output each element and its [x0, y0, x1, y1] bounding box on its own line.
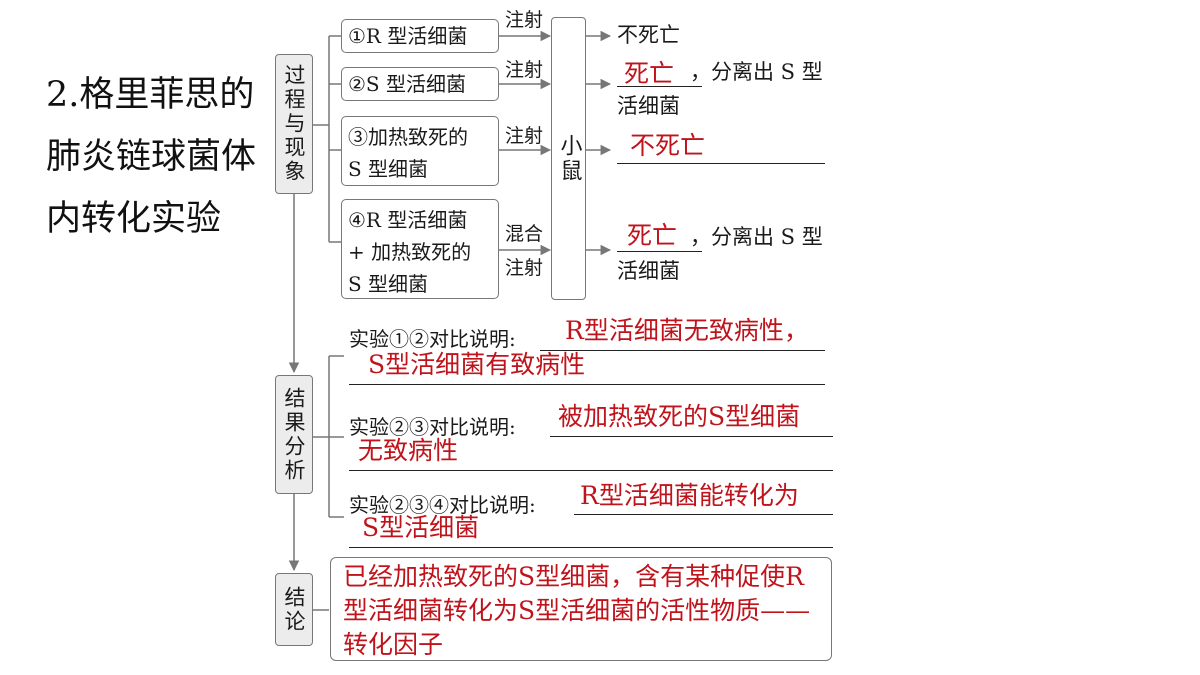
mouse-label: 小鼠 — [556, 133, 582, 184]
analysis-2-line1 — [550, 436, 833, 437]
outcome-4-answer: 死亡 — [627, 221, 678, 250]
group-box-1: ①R 型活细菌 — [341, 19, 499, 53]
outcome-3-answer: 不死亡 — [630, 131, 706, 160]
label-inject-1: 注射 — [505, 9, 544, 31]
section-conclusion-label: 结论 — [282, 585, 306, 634]
section-conclusion: 结论 — [275, 573, 313, 646]
group-box-4: ④R 型活细菌 + 加热致死的 S 型细菌 — [341, 199, 499, 299]
outcome-4-line2: 活细菌 — [617, 259, 680, 283]
analysis-1-prefix: 实验①②对比说明: — [349, 327, 516, 351]
outcome-2-answer: 死亡 — [624, 59, 675, 88]
label-inject-2: 注射 — [505, 59, 544, 81]
analysis-3-prefix: 实验②③④对比说明: — [349, 493, 536, 517]
analysis-2-prefix: 实验②③对比说明: — [349, 415, 516, 439]
analysis-2-answer1: 被加热致死的S型细菌 — [558, 402, 801, 431]
outcome-1: 不死亡 — [617, 23, 680, 47]
label-inject-3: 注射 — [505, 125, 544, 147]
analysis-1-answer1: R型活细菌无致病性， — [565, 316, 809, 345]
outcome-2-answer-line — [617, 86, 702, 87]
group-box-3: ③加热致死的 S 型细菌 — [341, 116, 499, 186]
outcome-4-answer-line — [617, 251, 702, 252]
outcome-3-answer-line — [617, 163, 825, 164]
analysis-1-line2 — [349, 384, 825, 385]
mouse-box: 小鼠 — [551, 17, 586, 300]
section-result: 结果分析 — [275, 375, 313, 494]
outcome-2-line2: 活细菌 — [617, 94, 680, 118]
analysis-3-line2 — [349, 547, 833, 548]
analysis-2-line2 — [349, 470, 833, 471]
group-box-2: ②S 型活细菌 — [341, 67, 499, 101]
analysis-2-answer2: 无致病性 — [358, 436, 459, 465]
page-title: 2.格里菲思的肺炎链球菌体内转化实验 — [46, 75, 257, 239]
label-mix-4: 混合 — [505, 223, 544, 245]
conclusion-box: 已经加热致死的S型细菌，含有某种促使R型活细菌转化为S型活细菌的活性物质——转化… — [330, 557, 832, 661]
section-process: 过程与现象 — [275, 54, 313, 194]
outcome-4-suffix: ，分离出 S 型 — [690, 225, 823, 249]
analysis-1-answer2: S型活细菌有致病性 — [368, 350, 586, 379]
analysis-3-line1 — [574, 514, 833, 515]
label-inject-4: 注射 — [505, 257, 544, 279]
outcome-2-suffix: ，分离出 S 型 — [690, 60, 823, 84]
analysis-3-answer2: S型活细菌 — [362, 513, 480, 542]
analysis-3-answer1: R型活细菌能转化为 — [580, 481, 799, 510]
section-result-label: 结果分析 — [282, 386, 306, 483]
section-process-label: 过程与现象 — [282, 64, 306, 184]
analysis-1-line1 — [540, 350, 825, 351]
